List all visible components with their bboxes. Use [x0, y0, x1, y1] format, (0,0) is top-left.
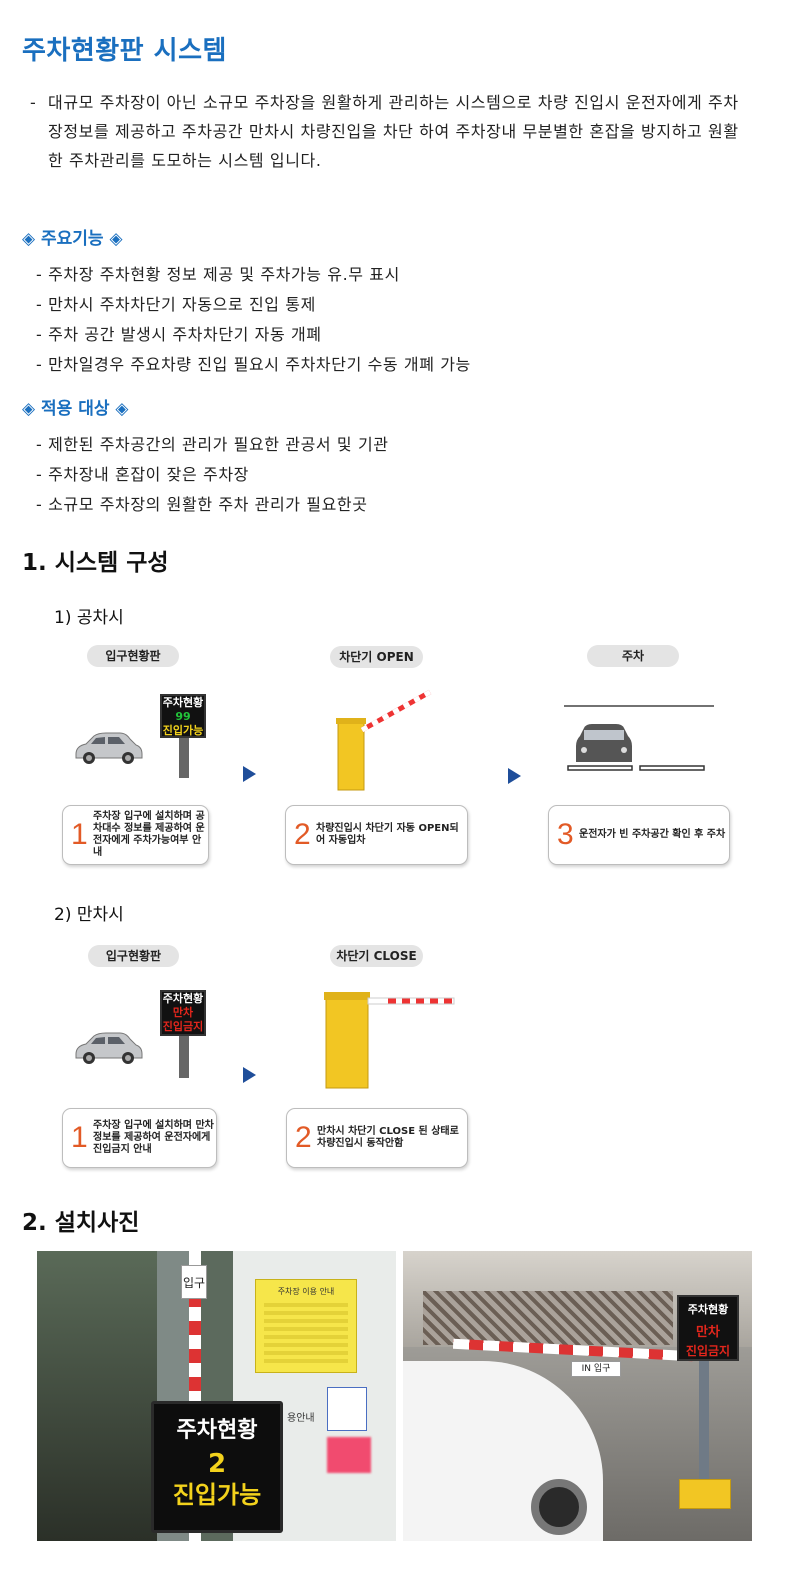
- section1-heading: 1. 시스템 구성: [22, 550, 169, 576]
- photo-sign-status: 진입금지: [685, 1344, 731, 1358]
- info-card: [327, 1387, 367, 1431]
- install-photo-gate: IN 입구 주차현황 만차 진입금지: [403, 1251, 752, 1541]
- list-item: 제한된 주차공간의 관리가 필요한 관공서 및 기관: [36, 430, 389, 460]
- arrow-right-icon: [243, 1067, 256, 1083]
- sign-title: 주차현황: [162, 696, 204, 709]
- photo-sign-full: 주차현황 만차 진입금지: [677, 1295, 739, 1361]
- sign-title: 주차현황: [162, 992, 204, 1005]
- empty-case-heading: 1) 공차시: [54, 608, 124, 628]
- lattice-fence: [423, 1291, 673, 1345]
- photo-sign-title: 주차현황: [687, 1303, 729, 1316]
- photo-sign-count: 2: [207, 1449, 227, 1479]
- pole-label: 입구: [181, 1265, 207, 1299]
- section2-heading: 2. 설치사진: [22, 1210, 140, 1236]
- car-icon: [75, 1032, 143, 1064]
- step-number: 1: [71, 1121, 88, 1154]
- step-text: 만차시 차단기 CLOSE 된 상태로 차량진입시 동작안함: [317, 1126, 459, 1149]
- photo-background: [37, 1251, 157, 1541]
- notice-board: 주차장 이용 안내: [255, 1279, 357, 1373]
- barrier-open-icon: [336, 689, 432, 791]
- sign-count: 99: [175, 710, 191, 723]
- targets-list: 제한된 주차공간의 관리가 필요한 관공서 및 기관 주차장내 혼잡이 잦은 주…: [36, 430, 389, 520]
- step-box: 2 만차시 차단기 CLOSE 된 상태로 차량진입시 동작안함: [286, 1108, 468, 1168]
- notice-lines: [264, 1303, 348, 1365]
- step-number: 2: [294, 818, 311, 851]
- status-sign-full: 주차현황 만차 진입금지: [160, 990, 206, 1036]
- car-wheel: [531, 1479, 587, 1535]
- white-car: [403, 1361, 603, 1541]
- list-item: 만차일경우 주요차량 진입 필요시 주차차단기 수동 개폐 가능: [36, 350, 471, 380]
- step-box: 3 운전자가 빈 주차공간 확인 후 주차: [548, 805, 730, 865]
- notice-title: 주차장 이용 안내: [277, 1287, 335, 1296]
- features-list: 주차장 주차현황 정보 제공 및 주차가능 유.무 표시 만차시 주차차단기 자…: [36, 260, 471, 380]
- post-base: [679, 1479, 731, 1509]
- gate-label: IN 입구: [571, 1361, 621, 1377]
- step-number: 2: [295, 1121, 312, 1154]
- pill-parking: 주차: [587, 645, 679, 667]
- intro-paragraph: - 대규모 주차장이 아닌 소규모 주차장을 원활하게 관리하는 시스템으로 차…: [30, 88, 750, 175]
- sign-post: [179, 738, 189, 778]
- arrow-right-icon: [243, 766, 256, 782]
- photo-sign-status: 진입가능: [172, 1481, 262, 1509]
- list-item: 주차장 주차현황 정보 제공 및 주차가능 유.무 표시: [36, 260, 471, 290]
- step-box: 1 주차장 입구에 설치하며 만차 정보를 제공하여 운전자에게 진입금지 안내: [62, 1108, 217, 1168]
- step-text: 차량진입시 차단기 자동 OPEN되어 자동입차: [316, 823, 459, 846]
- targets-heading: ◈ 적용 대상 ◈: [22, 399, 129, 419]
- list-item: 주차 공간 발생시 주차차단기 자동 개폐: [36, 320, 471, 350]
- step-text: 주차장 입구에 설치하며 만차 정보를 제공하여 운전자에게 진입금지 안내: [93, 1120, 214, 1155]
- pill-barrier-close: 차단기 CLOSE: [330, 945, 423, 967]
- pill-barrier-open: 차단기 OPEN: [330, 646, 423, 668]
- intro-dash: -: [30, 93, 37, 112]
- step-box: 1 주차장 입구에 설치하며 공차대수 정보를 제공하여 운전자에게 주차가능여…: [62, 805, 209, 865]
- sign-post: [179, 1036, 189, 1078]
- install-photo-entrance: 입구 주차장 이용 안내 용안내 주차현황 2 진입가능: [37, 1251, 396, 1541]
- list-item: 소규모 주차장의 원활한 주차 관리가 필요한곳: [36, 490, 389, 520]
- step-text: 운전자가 빈 주차공간 확인 후 주차: [579, 829, 726, 840]
- list-item: 주차장내 혼잡이 잦은 주차장: [36, 460, 389, 490]
- pill-entrance-board: 입구현황판: [88, 945, 179, 967]
- intro-text: 대규모 주차장이 아닌 소규모 주차장을 원활하게 관리하는 시스템으로 차량 …: [48, 93, 739, 170]
- barrier-closed-icon: [324, 992, 455, 1089]
- blurred-label: [327, 1437, 371, 1473]
- pill-entrance-board: 입구현황판: [87, 645, 179, 667]
- photo-sign-empty: 주차현황 2 진입가능: [151, 1401, 283, 1533]
- status-sign-empty: 주차현황 99 진입가능: [160, 694, 206, 738]
- arrow-right-icon: [508, 768, 521, 784]
- sign-post: [699, 1347, 709, 1487]
- side-text: 용안내: [287, 1413, 315, 1424]
- sign-status: 진입금지: [162, 1020, 204, 1033]
- step-box: 2 차량진입시 차단기 자동 OPEN되어 자동입차: [285, 805, 468, 865]
- step-text: 주차장 입구에 설치하며 공차대수 정보를 제공하여 운전자에게 주차가능여부 …: [93, 811, 205, 858]
- parking-space-icon: [564, 705, 714, 771]
- step-number: 1: [71, 818, 88, 851]
- sign-status: 진입가능: [162, 724, 204, 737]
- list-item: 만차시 주차차단기 자동으로 진입 통제: [36, 290, 471, 320]
- features-heading: ◈ 주요기능 ◈: [22, 229, 123, 249]
- photo-sign-count: 만차: [696, 1325, 720, 1340]
- step-number: 3: [557, 818, 574, 851]
- sign-count: 만차: [172, 1006, 194, 1019]
- full-case-heading: 2) 만차시: [54, 905, 124, 925]
- car-icon: [75, 732, 143, 764]
- photo-sign-title: 주차현황: [176, 1418, 258, 1443]
- page-title: 주차현황판 시스템: [22, 36, 227, 66]
